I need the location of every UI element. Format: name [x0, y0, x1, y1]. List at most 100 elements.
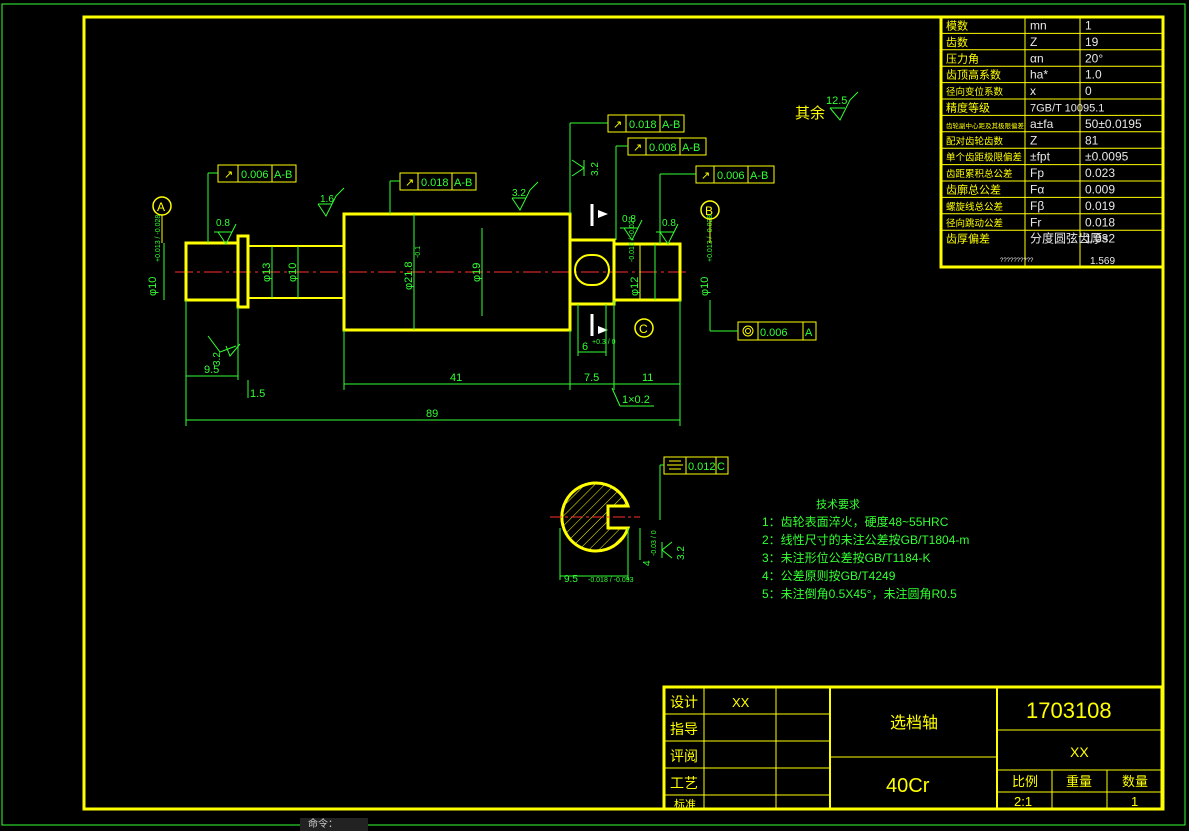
- surface-roughness-rest: 其余 12.5: [795, 91, 859, 122]
- gear-param-value: 20°: [1085, 51, 1103, 65]
- svg-text:1×0.2: 1×0.2: [622, 394, 650, 406]
- tech-req-item: 2：线性尺寸的未注公差按GB/T1804-m: [762, 532, 969, 547]
- svg-text:1.5: 1.5: [250, 388, 265, 400]
- gear-param-symbol: Z: [1030, 133, 1037, 147]
- svg-text:↗: ↗: [613, 119, 622, 131]
- gear-param-symbol: mn: [1030, 19, 1047, 33]
- svg-text:0.008: 0.008: [649, 142, 677, 154]
- svg-text:0.018: 0.018: [421, 177, 449, 189]
- gear-param-name: 齿数: [946, 36, 968, 49]
- weight-label: 重量: [1066, 774, 1092, 789]
- svg-text:A-B: A-B: [750, 170, 768, 182]
- label-standard: 标准: [674, 797, 696, 811]
- diameter-labels: φ10 +0.013 / -0.028 φ13 φ10 φ21.8 -0.1 φ…: [147, 215, 714, 296]
- gear-param-name: 配对齿轮齿数: [946, 135, 1004, 147]
- datum-c: C: [639, 322, 648, 336]
- svg-text:A-B: A-B: [662, 119, 680, 131]
- gear-param-value: 81: [1085, 133, 1099, 147]
- tech-req-title: 技术要求: [816, 498, 860, 511]
- roughness-symbols: 1.6 0.8 3.2 3.2 0.8 0.8 3.2 3.2: [207, 159, 687, 560]
- datum-markers: A B C: [152, 196, 720, 338]
- technical-requirements: 技术要求 1：齿轮表面淬火，硬度48~55HRC 2：线性尺寸的未注公差按GB/…: [762, 498, 969, 601]
- label-process: 工艺: [670, 775, 698, 791]
- svg-text:3.2: 3.2: [512, 188, 526, 199]
- svg-text:0.006: 0.006: [760, 327, 788, 339]
- tolerance-frames: ↗ 0.006 A-B ↗ 0.018 A-B ↗ 0.018 A-B ↗ 0.…: [207, 114, 817, 520]
- tech-req-item: 1：齿轮表面淬火，硬度48~55HRC: [762, 514, 949, 529]
- organization: XX: [1070, 744, 1089, 760]
- scale-value: 2:1: [1014, 794, 1032, 809]
- svg-text:φ10: φ10: [287, 263, 299, 282]
- gear-param-name: 模数: [946, 20, 968, 33]
- svg-text:+0.013 / -0.028: +0.013 / -0.028: [155, 215, 162, 262]
- outer-frame: [1, 3, 1186, 826]
- tech-req-item: 3：未注形位公差按GB/T1184-K: [762, 550, 930, 565]
- gear-param-value: 0.018: [1085, 215, 1115, 229]
- command-line[interactable]: 命令：: [300, 818, 368, 831]
- label-guide: 指导: [670, 721, 698, 737]
- gear-param-symbol: x: [1030, 84, 1036, 98]
- gear-param-symbol: Fβ: [1030, 199, 1044, 213]
- svg-text:3.2: 3.2: [212, 352, 223, 366]
- gear-param-name: 螺旋线总公差: [946, 201, 1003, 213]
- gear-param-name: 压力角: [946, 52, 979, 65]
- gear-param-name: 齿顶高系数: [946, 68, 1001, 82]
- svg-text:↗: ↗: [633, 142, 642, 154]
- gear-param-symbol: a±fa: [1030, 117, 1054, 131]
- datum-a: A: [157, 200, 165, 214]
- gear-param-symbol: Fr: [1030, 215, 1041, 229]
- title-block: 设计 指导 评阅 工艺 标准 XX 选档轴 40Cr 1703108 XX 比例…: [662, 685, 1164, 811]
- svg-text:-0.03 / 0: -0.03 / 0: [651, 530, 658, 556]
- gear-param-name: 齿轮副中心距及其极限偏差: [946, 121, 1025, 130]
- gear-param-name: 齿距累积总公差: [946, 168, 1013, 180]
- datum-b: B: [705, 204, 713, 218]
- qty-value: 1: [1131, 794, 1138, 809]
- svg-text:↗: ↗: [405, 177, 414, 189]
- svg-text:A-B: A-B: [454, 177, 472, 189]
- svg-text:0.012: 0.012: [688, 461, 716, 473]
- svg-text:A-B: A-B: [682, 142, 700, 154]
- svg-text:9.5: 9.5: [204, 364, 219, 376]
- svg-text:1.6: 1.6: [320, 194, 334, 205]
- svg-text:↗: ↗: [224, 169, 233, 181]
- gear-param-name: 精度等级: [946, 101, 990, 115]
- gear-param-value: 1: [1085, 19, 1092, 33]
- svg-text:0.8: 0.8: [216, 218, 230, 229]
- gear-param-value: 0.019: [1085, 199, 1115, 213]
- label-design: 设计: [670, 694, 698, 710]
- svg-text:-0.018 / -0.093: -0.018 / -0.093: [588, 577, 634, 584]
- gear-param-name: 单个齿距极限偏差: [946, 152, 1022, 164]
- section-view: 9.5 -0.018 / -0.093 4 -0.03 / 0: [550, 481, 658, 585]
- svg-text:-0.1: -0.1: [415, 246, 422, 258]
- shaft-main-view: [163, 212, 690, 332]
- gear-param-value: ±0.0095: [1085, 150, 1129, 164]
- gear-param-value: 50±0.0195: [1085, 117, 1142, 131]
- svg-text:A: A: [805, 327, 813, 339]
- svg-text:0.006: 0.006: [241, 169, 269, 181]
- gear-param-symbol: 分度圆弦齿厚s: [1030, 231, 1108, 246]
- material: 40Cr: [886, 775, 930, 797]
- gear-param-symbol: Z: [1030, 35, 1037, 49]
- gear-param-symbol: 7GB/T 10095.1: [1030, 103, 1104, 115]
- svg-text:11: 11: [642, 372, 653, 384]
- rest-label: 其余: [795, 104, 825, 122]
- svg-text:4: 4: [642, 560, 653, 566]
- length-dimensions: 41 7.5 11 9.5 1.5 89 6 +0.3 / 0 1×0.2: [185, 300, 681, 426]
- gear-param-symbol: ±fpt: [1030, 150, 1051, 164]
- section-markers: [590, 204, 608, 336]
- gear-param-value: 19: [1085, 35, 1099, 49]
- svg-text:C: C: [717, 461, 725, 473]
- svg-text:0.006: 0.006: [717, 170, 745, 182]
- svg-text:0.8: 0.8: [622, 214, 636, 225]
- svg-text:φ12: φ12: [629, 277, 641, 296]
- svg-text:↗: ↗: [701, 170, 710, 182]
- label-review: 评阅: [670, 748, 698, 764]
- part-name: 选档轴: [890, 714, 938, 732]
- svg-text:3.2: 3.2: [676, 546, 687, 560]
- svg-text:A-B: A-B: [274, 169, 292, 181]
- gear-param-symbol: αn: [1030, 51, 1044, 65]
- svg-text:3.2: 3.2: [590, 162, 601, 176]
- svg-text:7.5: 7.5: [584, 372, 599, 384]
